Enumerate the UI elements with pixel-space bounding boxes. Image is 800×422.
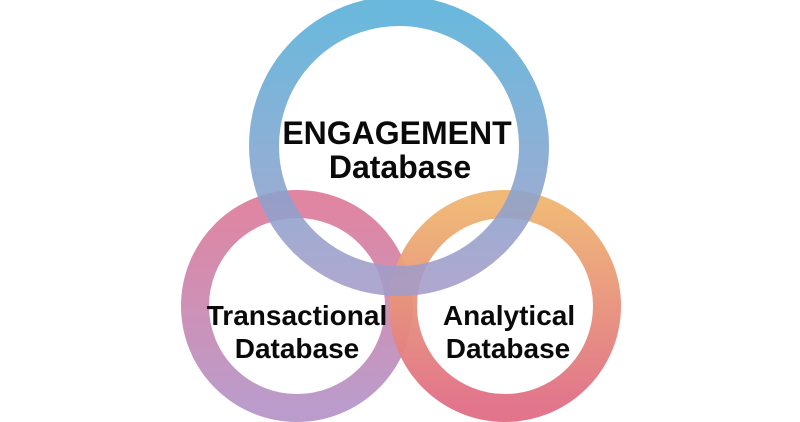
analytical-subtitle: Database	[446, 333, 571, 364]
analytical-title: Analytical	[443, 300, 575, 331]
transactional-title: Transactional	[207, 300, 388, 331]
engagement-database-ring	[249, 0, 549, 296]
transactional-subtitle: Database	[235, 333, 360, 364]
engagement-subtitle: Database	[329, 149, 471, 185]
engagement-title: ENGAGEMENT	[282, 115, 512, 151]
